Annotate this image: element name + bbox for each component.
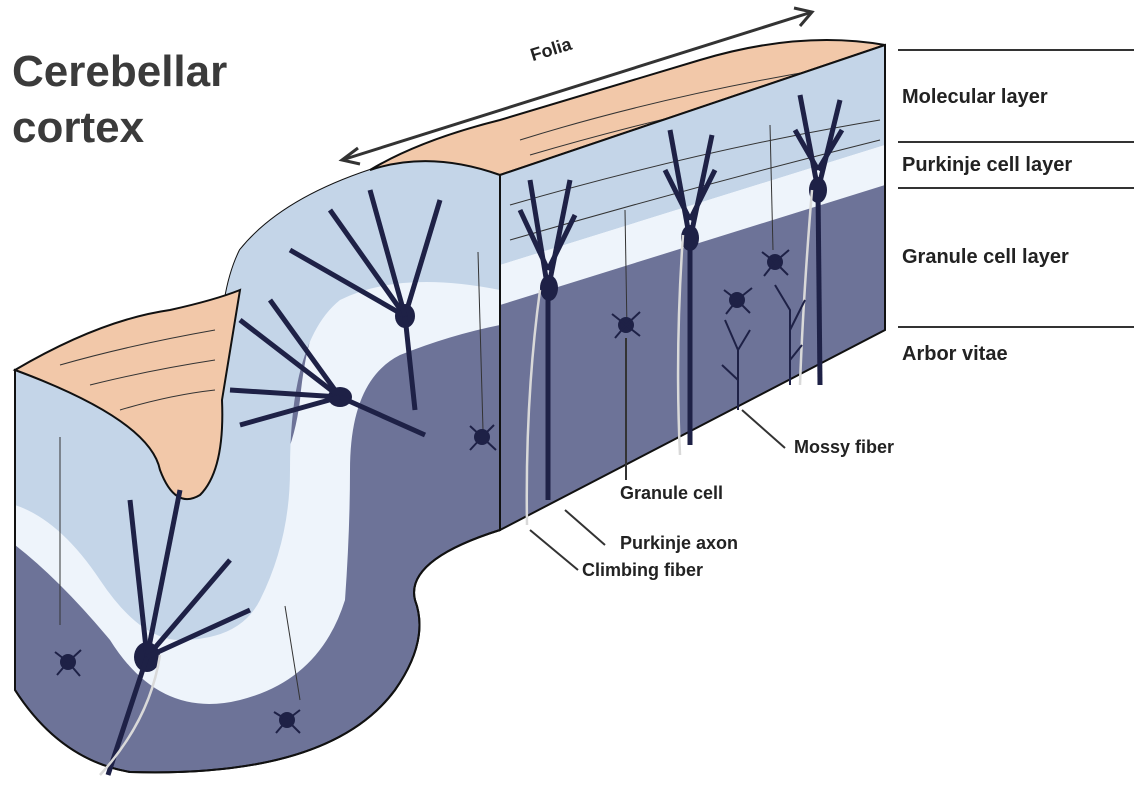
left-cut-face <box>15 161 500 772</box>
climbing-fiber-label: Climbing fiber <box>582 560 703 581</box>
mossy-fiber-label: Mossy fiber <box>794 437 894 458</box>
title-line-1: Cerebellar <box>12 44 227 100</box>
molecular-layer-label: Molecular layer <box>902 86 1048 109</box>
purkinje-cell-layer-label: Purkinje cell layer <box>902 154 1072 177</box>
granule-cell-label: Granule cell <box>620 483 723 504</box>
purkinje-axon-label: Purkinje axon <box>620 533 738 554</box>
arbor-vitae-label: Arbor vitae <box>902 343 1008 366</box>
diagram-title: Cerebellar cortex <box>12 44 227 156</box>
title-line-2: cortex <box>12 100 227 156</box>
granule-cell-layer-label: Granule cell layer <box>902 246 1069 269</box>
